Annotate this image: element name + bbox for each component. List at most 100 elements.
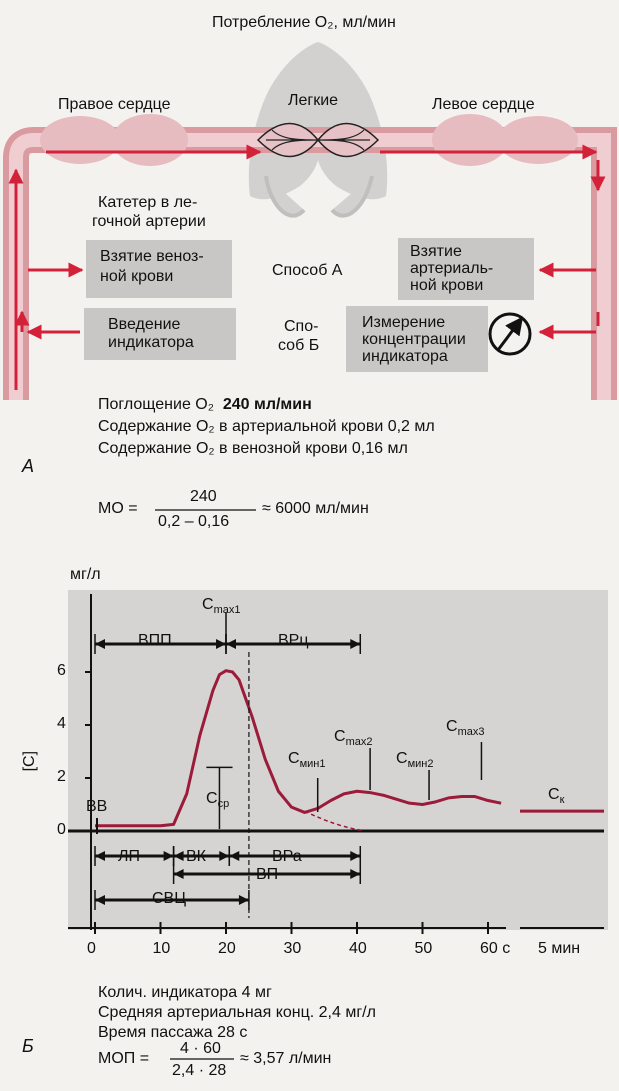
formula-b-lhs: МОП = bbox=[98, 1050, 150, 1067]
vv-label: ВВ bbox=[86, 798, 108, 815]
method-b-label-1: Спо- bbox=[284, 318, 319, 335]
y-tick-label: 6 bbox=[57, 662, 66, 679]
uptake-value: 240 мл/мин bbox=[222, 396, 312, 413]
indicator-intro-line-2: индикатора bbox=[108, 333, 194, 351]
cmin2-c: C bbox=[396, 750, 408, 767]
formula-b-num: 4 · 60 bbox=[180, 1040, 221, 1057]
y-tick-label: 0 bbox=[57, 821, 66, 838]
lungs-label: Легкие bbox=[288, 92, 339, 109]
cmin2-label: Cмин2 bbox=[396, 750, 433, 771]
y-axis-label: [C] bbox=[21, 750, 39, 772]
cmin1-sub: мин1 bbox=[299, 758, 326, 771]
ck-c: C bbox=[548, 786, 560, 803]
vrc-label: ВРц bbox=[278, 632, 309, 649]
measure-conc-line-3: индикатора bbox=[362, 348, 448, 366]
arterial-sample-line-2: артериаль- bbox=[410, 259, 494, 277]
interval-arrow-right-СВЦ bbox=[238, 895, 249, 905]
interval-arrow-right-ЛП bbox=[163, 851, 174, 861]
chart-axes bbox=[68, 594, 604, 934]
uptake-label: Поглощение O₂ 240 мл/мин bbox=[98, 396, 312, 414]
interval-arrow-left-ВРа bbox=[229, 851, 240, 861]
gauge-needle bbox=[496, 316, 524, 351]
arterial-content-label: Содержание O₂ в артериальной крови 0,2 м… bbox=[98, 418, 435, 435]
lung-lower-lobes bbox=[264, 175, 374, 218]
measure-conc-box: Измерение концентрации индикатора bbox=[346, 306, 488, 372]
interval-arrow-right-ВРц bbox=[350, 639, 361, 649]
interval-arrow-left-ВПП bbox=[95, 639, 105, 649]
note-mean-arterial-conc: Средняя артериальная конц. 2,4 мг/л bbox=[98, 1004, 376, 1021]
vp-label: ВП bbox=[256, 866, 279, 883]
lp-label: ЛП bbox=[118, 848, 140, 865]
interval-arrow-left-ВП bbox=[173, 869, 184, 879]
cmax2-c: C bbox=[334, 728, 346, 745]
right-heart-label: Правое сердце bbox=[58, 96, 171, 113]
panel-a-label: А bbox=[22, 456, 35, 476]
x-tick-label: 20 bbox=[218, 940, 236, 957]
o2-consumption-title: Потребление O₂, мл/мин bbox=[212, 14, 396, 31]
formula-a-result: ≈ 6000 мл/мин bbox=[262, 500, 369, 517]
interval-arrow-left-ВК bbox=[173, 851, 184, 861]
svc-label: СВЦ bbox=[152, 890, 187, 907]
note-indicator-amount: Колич. индикатора 4 мг bbox=[98, 984, 272, 1001]
formula-a-lhs: МО = bbox=[98, 500, 138, 517]
cmax1-c: C bbox=[202, 596, 214, 613]
venous-sample-line-1: Взятие веноз- bbox=[100, 248, 204, 265]
venous-content-label: Содержание O₂ в венозной крови 0,16 мл bbox=[98, 440, 408, 457]
x-tick-label: 30 bbox=[283, 940, 302, 957]
lung-capillaries-lines bbox=[266, 129, 370, 151]
uptake-text: Поглощение O₂ bbox=[98, 396, 214, 413]
ccp-sub: cp bbox=[217, 798, 230, 811]
interval-arrow-left-ВРц bbox=[226, 639, 236, 649]
catheter-label-1: Катетер в ле- bbox=[98, 194, 198, 211]
vra-label: ВРа bbox=[272, 848, 302, 865]
left-heart-label: Левое сердце bbox=[432, 96, 535, 113]
cmax1-label: Cmax1 bbox=[202, 596, 240, 617]
venous-sample-box: Взятие веноз- ной крови bbox=[86, 240, 232, 298]
x-tick-label: 60 с bbox=[480, 940, 511, 957]
cmax2-label: Cmax2 bbox=[334, 728, 372, 749]
cmax3-label: Cmax3 bbox=[446, 718, 484, 739]
x-tick-label: 0 bbox=[87, 940, 96, 957]
measure-conc-line-2: концентрации bbox=[362, 331, 466, 349]
y-unit-label: мг/л bbox=[70, 566, 101, 583]
interval-arrow-right-ВРа bbox=[350, 851, 361, 861]
cmin1-c: C bbox=[288, 750, 300, 767]
method-a-label: Способ А bbox=[272, 262, 343, 279]
note-transit-time: Время пассажа 28 с bbox=[98, 1024, 248, 1041]
cmax1-sub: max1 bbox=[213, 604, 241, 617]
vpp-label: ВПП bbox=[138, 632, 172, 649]
x-tick-label: 50 bbox=[414, 940, 433, 957]
measure-conc-line-1: Измерение bbox=[362, 314, 446, 331]
arterial-sample-line-3: ной крови bbox=[410, 276, 484, 294]
ccp-label: Ccp bbox=[206, 790, 229, 811]
x-tick-5min: 5 мин bbox=[538, 940, 581, 957]
interval-arrow-right-ВПП bbox=[216, 639, 226, 649]
formula-a-num: 240 bbox=[190, 488, 217, 505]
interval-arrow-right-ВП bbox=[350, 869, 361, 879]
indicator-intro-line-1: Введение bbox=[108, 316, 181, 333]
formula-b-result: ≈ 3,57 л/мин bbox=[240, 1050, 332, 1067]
cmin1-label: Cмин1 bbox=[288, 750, 325, 771]
cmax3-c: C bbox=[446, 718, 458, 735]
vessel-loop-inner bbox=[9, 133, 611, 400]
extrapolation-dashed bbox=[304, 810, 364, 832]
interval-arrow-left-СВЦ bbox=[95, 895, 105, 905]
ck-label: Cк bbox=[548, 786, 564, 807]
cmax2-sub: max2 bbox=[345, 736, 373, 749]
x-tick-label: 40 bbox=[349, 940, 367, 957]
ck-sub: к bbox=[559, 794, 565, 807]
interval-arrow-right-ВК bbox=[219, 851, 230, 861]
ccp-c: C bbox=[206, 790, 218, 807]
x-tick-label: 10 bbox=[152, 940, 171, 957]
indicator-intro-box: Введение индикатора bbox=[84, 308, 236, 360]
y-tick-label: 4 bbox=[57, 715, 66, 732]
formula-a-den: 0,2 – 0,16 bbox=[158, 513, 230, 530]
chart-marks bbox=[95, 612, 604, 918]
method-b-label-2: соб Б bbox=[278, 337, 320, 354]
lungs-shape bbox=[248, 42, 388, 200]
cmax3-sub: max3 bbox=[457, 726, 485, 739]
y-tick-label: 2 bbox=[57, 768, 66, 785]
